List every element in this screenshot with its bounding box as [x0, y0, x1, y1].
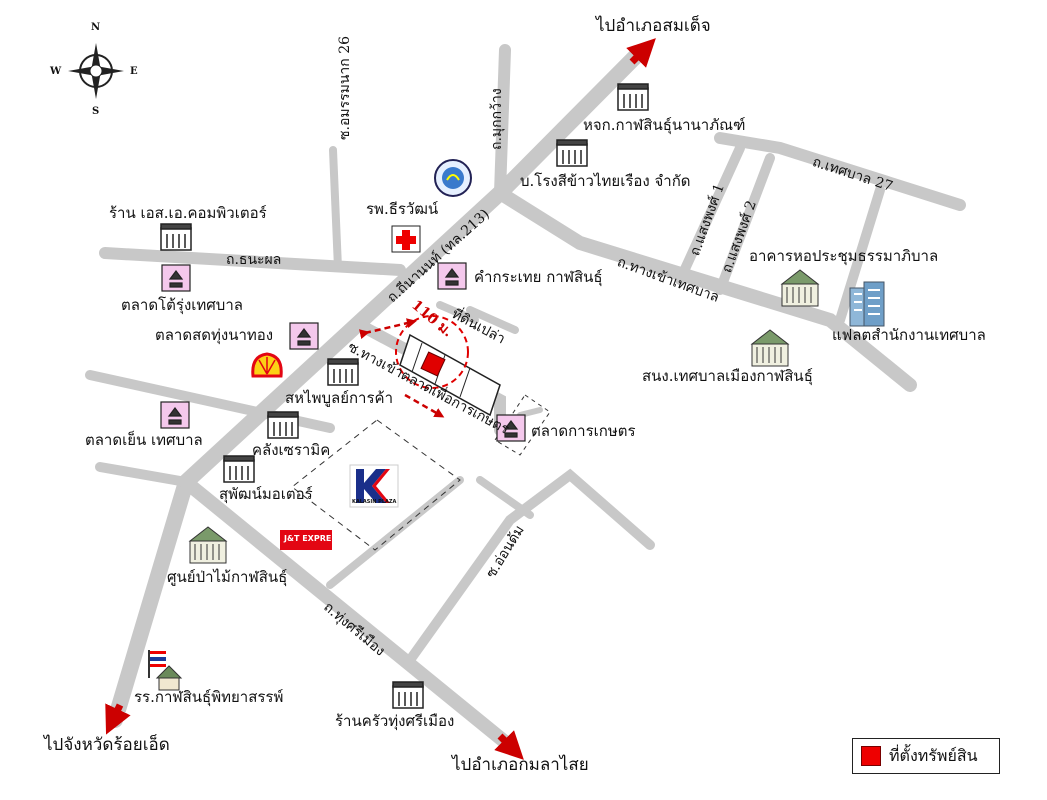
- road-muk-kwang: [494, 44, 511, 199]
- shop-icon: [617, 83, 649, 111]
- compass-s-label: S: [92, 106, 100, 117]
- road-agri-2: [517, 407, 543, 418]
- market-icon: [289, 322, 319, 350]
- distance-arrow-2: [404, 393, 445, 418]
- government-building-icon: [188, 526, 228, 564]
- road-tessaban-entry: [493, 186, 917, 392]
- arrow-north: [626, 38, 656, 68]
- road-network: [85, 44, 966, 749]
- flat-icon: [849, 281, 885, 327]
- destination-southwest: ไปจังหวัดร้อยเอ็ด: [44, 735, 170, 755]
- place-rice-mill: บ.โรงสีข้าวไทยเรือง จำกัด: [520, 172, 691, 190]
- place-sahaphaibun: สหไพบูลย์การค้า: [285, 389, 393, 407]
- road-plaza-south: [326, 476, 464, 589]
- market-icon: [160, 401, 190, 429]
- legend: ที่ตั้งทรัพย์สิน: [852, 738, 1000, 774]
- road-tessaban-27: [714, 132, 966, 211]
- road-amornramnak: [329, 146, 342, 272]
- shop-icon: [267, 411, 299, 439]
- road-saengphong-1: [675, 143, 745, 285]
- jt-logo-text: J&T EXPRESS: [284, 534, 343, 543]
- legend-swatch: [861, 746, 881, 766]
- road-agri: [476, 476, 534, 519]
- road-saengphong-2: [715, 153, 775, 295]
- hospital-icon: [391, 225, 421, 253]
- place-ceramic: คลังเซรามิค: [252, 441, 331, 459]
- arrow-south: [494, 730, 524, 760]
- distance-circle: [395, 315, 469, 389]
- place-hospital: รพ.ธีรวัฒน์: [366, 200, 439, 218]
- place-market-thungna: ตลาดสดทุ่งนาทอง: [155, 326, 274, 344]
- place-municipal-office: สนง.เทศบาลเมืองกาฬสินธุ์: [642, 367, 813, 385]
- place-suphan-motor: สุพัฒน์มอเตอร์: [219, 485, 313, 503]
- place-dorm: หจก.กาฬสินธุ์นานาภัณฑ์: [583, 116, 746, 134]
- road-on-dam: [405, 468, 655, 665]
- jt-express-logo-icon: [280, 530, 332, 550]
- compass-w-label: W: [50, 66, 62, 77]
- shop-icon: [327, 358, 359, 386]
- destination-north: ไปอำเภอสมเด็จ: [596, 16, 711, 36]
- place-school: รร.กาฬสินธุ์พิทยาสรรพ์: [134, 688, 284, 706]
- place-forestry: ศูนย์ป่าไม้กาฬสินธุ์: [167, 568, 288, 586]
- market-icons: [160, 262, 526, 442]
- place-restaurant: ร้านครัวทุ่งศรีเมือง: [335, 712, 455, 730]
- road-west-2: [95, 462, 191, 487]
- kalasin-plaza-area: [291, 419, 461, 551]
- place-market-evening: ตลาดเย็น เทศบาล: [85, 431, 203, 449]
- government-icons: [188, 269, 820, 564]
- road-thanaphon: [99, 247, 406, 276]
- kalasin-plaza-logo-icon: [349, 464, 399, 508]
- shop-icon: [556, 139, 588, 167]
- place-market-tohrung: ตลาดโต้รุ่งเทศบาล: [121, 296, 243, 314]
- shop-icon: [223, 455, 255, 483]
- place-hall: อาคารหอประชุมธรรมาภิบาล: [749, 247, 939, 265]
- government-building-icon: [780, 269, 820, 307]
- place-computer: ร้าน เอส.เอ.คอมพิวเตอร์: [109, 204, 267, 222]
- market-icon: [437, 262, 467, 290]
- road-main-diagonal: [107, 44, 648, 728]
- road-label-amornramnak: ซ.อมรรมนาก 26: [337, 35, 353, 140]
- road-label-thanaphon: ถ.ธนะผล: [226, 252, 282, 268]
- distance-arrow: [358, 318, 417, 340]
- road-label-muk-kwang: ถ.มุกกว้าง: [489, 88, 505, 150]
- school-icon: [148, 650, 183, 691]
- road-side-a: [436, 301, 479, 324]
- compass-e-label: E: [130, 66, 138, 77]
- shop-icons: [160, 83, 649, 709]
- road-thung-si-mueang: [179, 475, 512, 749]
- destination-south: ไปอำเภอกมลาไสย: [452, 755, 589, 775]
- shop-icon: [160, 223, 192, 251]
- municipal-seal-icon: [434, 159, 472, 197]
- road-side-b: [466, 306, 519, 334]
- kalasin-plaza-logo-text: KALASIN PLAZA: [352, 499, 397, 505]
- road-east-right: [835, 185, 885, 325]
- property-marker: [420, 351, 446, 377]
- market-icon: [161, 264, 191, 292]
- arrow-southwest: [105, 703, 131, 735]
- place-market-agri: ตลาดการเกษตร: [531, 422, 636, 440]
- legend-label: ที่ตั้งทรัพย์สิน: [889, 745, 978, 765]
- shell-logo-icon: [251, 352, 283, 378]
- place-flat: แฟลตสำนักงานเทศบาล: [832, 326, 986, 344]
- place-kamkratai: คำกระเทย กาฬสินธุ์: [474, 268, 603, 286]
- shop-icon: [392, 681, 424, 709]
- compass-n-label: N: [91, 22, 101, 33]
- market-icon: [496, 414, 526, 442]
- compass-icon: [68, 43, 124, 99]
- government-building-icon: [750, 329, 790, 367]
